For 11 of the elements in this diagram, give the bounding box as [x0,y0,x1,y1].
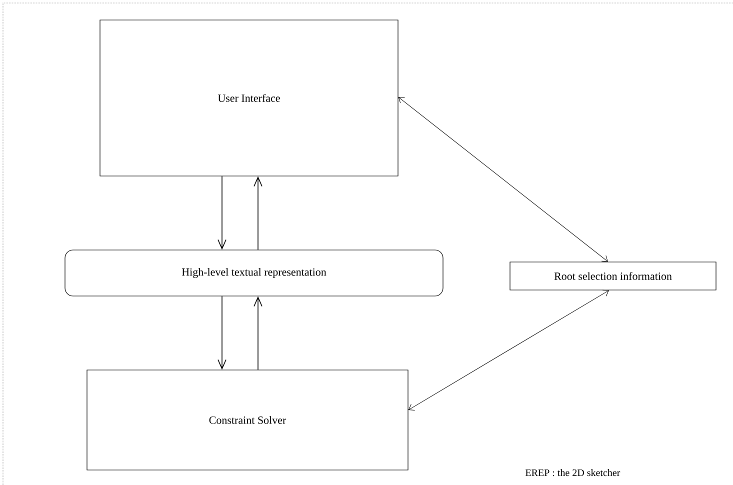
process-box: Constraint Solver [86,370,408,470]
arrow [398,97,608,262]
caption-text: EREP : the 2D sketcher [526,469,620,476]
process-box: User Interface [100,20,398,176]
arrow [218,296,226,370]
process-box: Root selection information [510,262,716,290]
arrow [408,290,609,410]
arrow [218,176,226,250]
arrow [254,176,262,250]
rounded-box: High-level textual representation [64,250,444,296]
arrow [254,296,262,370]
